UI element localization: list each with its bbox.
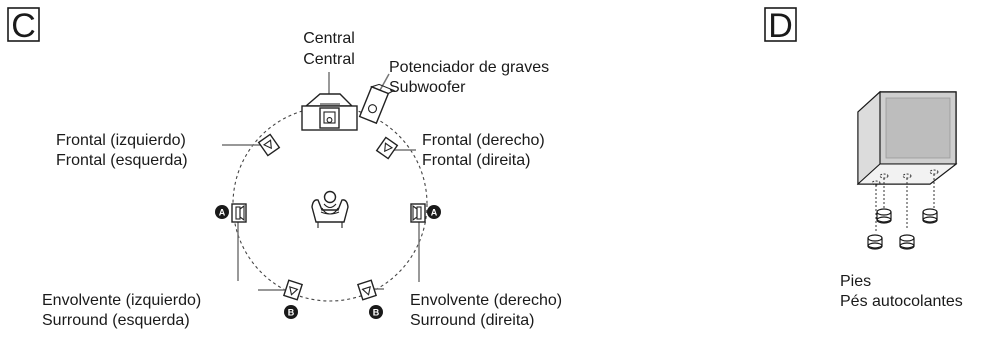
speaker-box-icon	[856, 90, 958, 232]
surround-right-speaker-icon	[410, 203, 426, 223]
front-right-speaker-icon	[375, 136, 399, 160]
center-label-2: Central	[303, 51, 355, 68]
section-c-box	[7, 7, 40, 42]
surround-right-label-1: Envolvente (derecho)	[410, 292, 562, 309]
subwoofer-label-2: Subwoofer	[389, 79, 466, 96]
listening-circle	[232, 106, 428, 302]
badge-a-left: A	[215, 205, 229, 219]
subwoofer-label-1: Potenciador de graves	[389, 59, 549, 76]
subwoofer-leader	[378, 73, 390, 93]
front-right-label-1: Frontal (derecho)	[422, 132, 545, 149]
front-left-label-1: Frontal (izquierdo)	[56, 132, 186, 149]
surround-left-speaker-icon	[231, 203, 247, 223]
center-label-1: Central	[303, 30, 355, 47]
rear-right-speaker-icon	[356, 279, 378, 301]
svg-text:A: A	[431, 207, 438, 217]
front-right-label-2: Frontal (direita)	[422, 152, 530, 169]
center-speaker-icon	[301, 93, 358, 131]
surround-left-label-2: Surround (esquerda)	[42, 312, 190, 329]
svg-text:B: B	[288, 307, 295, 317]
front-left-label-2: Frontal (esquerda)	[56, 152, 188, 169]
listener-chair-icon	[311, 190, 349, 228]
badge-b-right: B	[369, 305, 383, 319]
section-d: D Pies	[764, 7, 963, 310]
badge-a-right: A	[427, 205, 441, 219]
svg-text:A: A	[219, 207, 226, 217]
feet-pads-icon	[867, 208, 938, 250]
feet-label-2: Pés autocolantes	[840, 293, 963, 310]
surround-right-label-2: Surround (direita)	[410, 312, 535, 329]
section-c: C	[7, 7, 562, 329]
badge-b-left: B	[284, 305, 298, 319]
section-d-box	[764, 7, 797, 42]
section-d-letter: D	[768, 7, 793, 45]
rear-left-speaker-icon	[282, 279, 304, 301]
section-c-letter: C	[11, 7, 36, 45]
subwoofer-icon	[358, 83, 396, 125]
feet-label-1: Pies	[840, 273, 871, 290]
surround-left-label-1: Envolvente (izquierdo)	[42, 292, 201, 309]
svg-text:B: B	[373, 307, 380, 317]
front-left-speaker-icon	[257, 133, 281, 157]
